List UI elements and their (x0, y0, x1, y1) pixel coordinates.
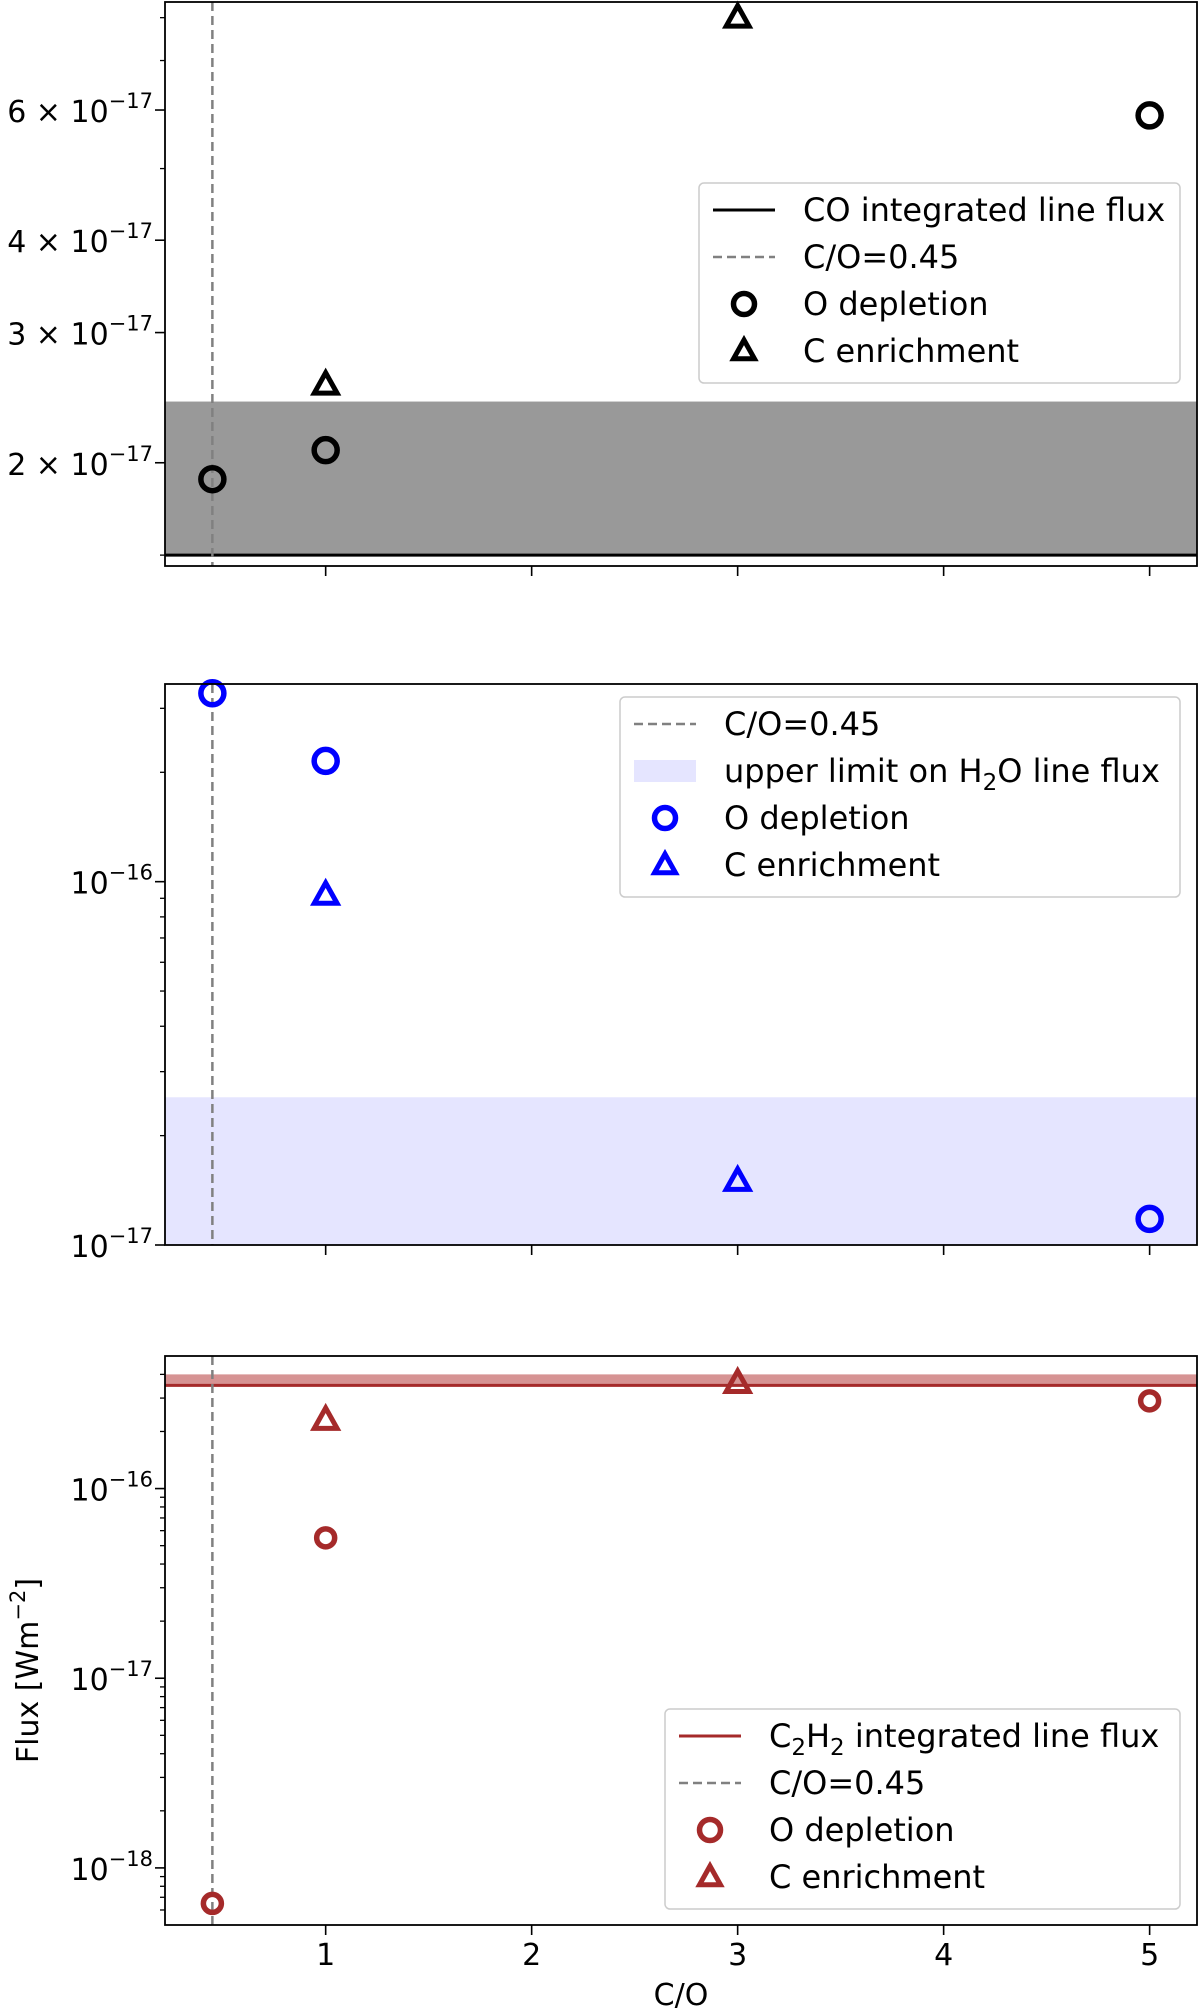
x-tick-label: 4 (934, 1938, 953, 1973)
legend-handle-triangle (729, 334, 759, 362)
panel-C2H2: 1 2 3 4 5 10−16 10−17 10−18C/O Flux [Wm−2] C2H2 i… (6, 1355, 1198, 2012)
legend-label: O depletion (769, 1811, 955, 1849)
legend-label: C enrichment (769, 1858, 985, 1896)
legend-label: C/O=0.45 (724, 705, 880, 743)
shaded-band (165, 1097, 1197, 1245)
y-tick-label: 10−16 (70, 861, 153, 902)
marker-c-enrichment (310, 877, 342, 906)
legend-label: C/O=0.45 (803, 238, 959, 276)
plot-frame (164, 1355, 1198, 1926)
marker-o-depletion (198, 679, 227, 708)
y-axis-label: Flux [Wm−2] (6, 1578, 46, 1763)
x-tick-label: 1 (316, 1938, 335, 1973)
y-tick-label: 6 × 10−17 (7, 89, 153, 130)
legend-handle-circle (651, 804, 679, 832)
legend-handle-triangle (695, 1860, 725, 1888)
marker-c-enrichment (721, 0, 754, 29)
y-tick-label: 10−17 (70, 1657, 153, 1698)
y-tick-label: 2 × 10−17 (7, 442, 153, 483)
shaded-band (165, 401, 1197, 556)
marker-c-enrichment (721, 1163, 754, 1192)
legend-handle-patch (634, 760, 696, 782)
y-tick-label: 10−16 (70, 1468, 153, 1509)
y-tick-label: 4 × 10−17 (7, 219, 153, 260)
legend-handle-circle (696, 1816, 724, 1844)
legend-handle-triangle (650, 848, 680, 876)
legend-frame (664, 1708, 1181, 1910)
y-tick-label: 3 × 10−17 (7, 312, 153, 353)
marker-c-enrichment (310, 1402, 342, 1431)
plot-frame (164, 1, 1198, 567)
x-tick-label: 3 (728, 1938, 747, 1973)
marker-o-depletion (1135, 1204, 1164, 1234)
marker-o-depletion (198, 464, 227, 494)
legend-label: O depletion (803, 285, 989, 323)
legend-label: C enrichment (803, 332, 1019, 370)
marker-o-depletion (200, 1891, 225, 1916)
legend-label: O depletion (724, 799, 910, 837)
x-axis-label: C/O (654, 1978, 709, 2012)
marker-c-enrichment (310, 367, 342, 396)
legend-label: upper limit on H2O line flux (724, 752, 1160, 796)
marker-o-depletion (1137, 1389, 1162, 1413)
legend-frame (698, 182, 1181, 384)
legend-label: C/O=0.45 (769, 1764, 925, 1802)
legend-label: C enrichment (724, 846, 940, 884)
legend-frame (619, 696, 1181, 898)
marker-o-depletion (313, 1526, 338, 1550)
legend-handle-circle (730, 290, 758, 318)
legend-label: CO integrated line flux (803, 191, 1165, 229)
x-tick-label: 5 (1140, 1938, 1159, 1973)
legend-label: C2H2 integrated line flux (769, 1717, 1159, 1761)
x-tick-label: 2 (522, 1938, 541, 1973)
y-tick-label: 10−18 (70, 1847, 153, 1888)
y-tick-label: 10−17 (70, 1224, 153, 1265)
marker-o-depletion (1135, 101, 1164, 130)
shaded-band (165, 1374, 1197, 1386)
marker-c-enrichment (721, 1365, 754, 1394)
panel-CO: 6 × 10−17 4 × 10−17 3 × 10−17 2 × 10−17 CO i… (7, 0, 1198, 576)
panel-H2O: 10−16 10−17 C/O=0.45 upper limit on H2O lin… (70, 679, 1198, 1265)
marker-o-depletion (311, 435, 340, 465)
marker-o-depletion (311, 746, 340, 776)
plot-frame (164, 683, 1198, 1246)
